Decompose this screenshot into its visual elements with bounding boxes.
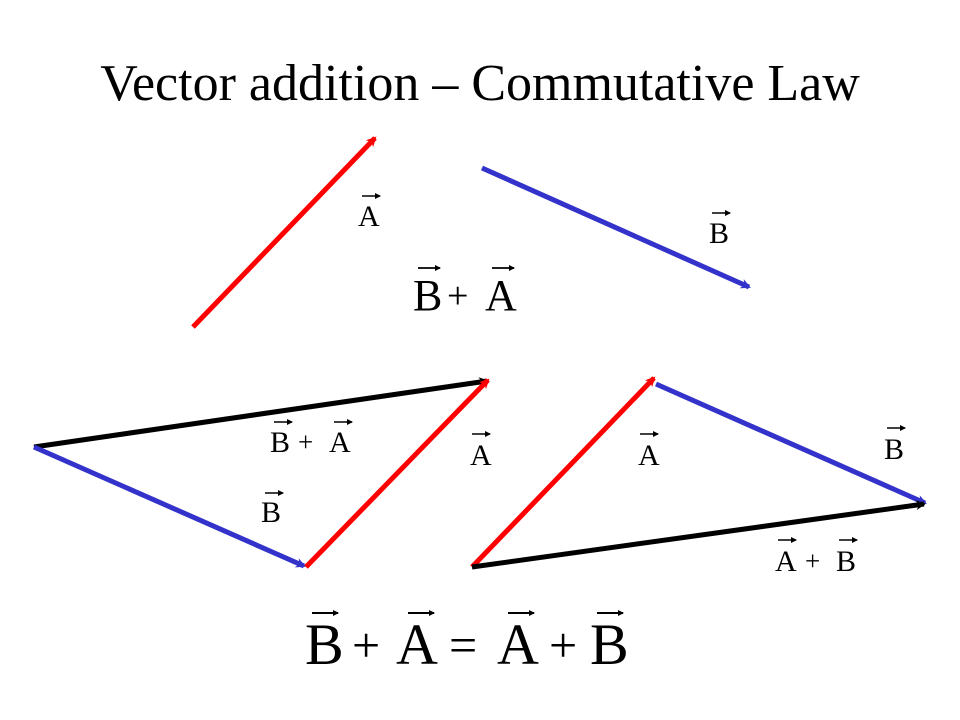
svg-text:B: B [590, 612, 629, 677]
svg-text:B: B [709, 217, 729, 250]
vector-b-arrow [480, 165, 751, 290]
svg-text:=: = [449, 617, 477, 673]
svg-text:+: + [805, 546, 820, 576]
equation-commutative-law: B + A = A + B [305, 610, 629, 677]
svg-text:A: A [638, 439, 660, 472]
label-right-a: A [638, 431, 660, 472]
vector-a-arrow [191, 136, 377, 329]
label-vector-b: B [709, 210, 731, 250]
svg-text:A: A [470, 439, 492, 472]
right-vector-b-arrow [654, 381, 927, 506]
left-resultant-arrow [33, 377, 489, 450]
svg-text:A: A [775, 545, 797, 578]
svg-text:B: B [884, 433, 904, 466]
svg-text:B: B [270, 426, 290, 459]
label-right-a-plus-b: A + B [775, 537, 858, 578]
label-left-b: B [261, 490, 284, 529]
svg-text:A: A [485, 271, 517, 320]
left-vector-a-arrow [304, 378, 490, 569]
right-vector-a-arrow [470, 376, 656, 569]
svg-text:B: B [413, 271, 442, 320]
label-b-plus-a-heading: B + A [413, 265, 517, 320]
svg-text:+: + [447, 275, 468, 317]
svg-text:A: A [358, 200, 380, 233]
svg-text:+: + [298, 427, 313, 457]
svg-text:B: B [261, 496, 281, 529]
svg-text:A: A [329, 426, 351, 459]
label-left-b-plus-a: B + A [270, 419, 353, 459]
label-vector-a: A [358, 193, 381, 233]
svg-text:+: + [549, 617, 577, 673]
svg-text:B: B [305, 612, 344, 677]
right-resultant-arrow [471, 500, 926, 570]
left-vector-b-arrow [32, 444, 306, 569]
svg-text:B: B [836, 545, 856, 578]
label-right-b: B [884, 425, 906, 466]
slide-title: Vector addition – Commutative Law [100, 55, 860, 112]
label-left-a: A [470, 431, 492, 472]
svg-text:A: A [497, 612, 539, 677]
svg-text:A: A [396, 612, 438, 677]
svg-text:+: + [352, 617, 380, 673]
